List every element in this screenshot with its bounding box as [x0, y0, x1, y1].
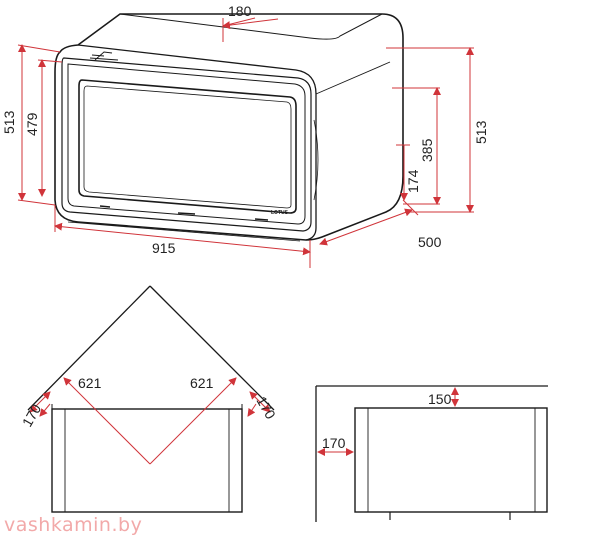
- main-view: LOTUS: [1, 3, 489, 268]
- main-dimension-lines: [17, 17, 474, 268]
- wall-cabinet: [354, 407, 548, 520]
- dim-offset-top: 180: [228, 3, 252, 19]
- dim-width: 915: [152, 240, 176, 256]
- dim-side-gap-right: 170: [253, 394, 279, 422]
- dim-depth: 500: [418, 234, 442, 250]
- dim-bottom-offset: 174: [405, 169, 421, 193]
- dim-side-gap-left: 170: [19, 401, 45, 429]
- dim-top-gap: 150: [428, 391, 452, 407]
- dim-height-right: 513: [473, 120, 489, 144]
- dim-height-right-rear: 385: [419, 138, 435, 162]
- wall-install-view: 150 170: [315, 385, 548, 522]
- watermark: vashkamin.by: [4, 514, 143, 536]
- dim-side-gap: 170: [322, 435, 346, 451]
- corner-cabinet: [51, 404, 243, 513]
- dim-diagonal-left: 621: [78, 375, 102, 391]
- brand-label: LOTUS: [271, 210, 289, 216]
- wall-dimension-lines: [317, 387, 459, 456]
- wall-lines: [315, 385, 548, 522]
- corner-dimension-lines: [29, 377, 271, 465]
- dim-height-left: 513: [1, 110, 17, 134]
- corner-install-view: 621 621 170 170: [19, 285, 279, 513]
- corner-walls: [27, 285, 275, 411]
- dim-diagonal-right: 621: [190, 375, 214, 391]
- cabinet-body: [54, 13, 404, 242]
- dim-inner-height-left: 479: [24, 112, 40, 136]
